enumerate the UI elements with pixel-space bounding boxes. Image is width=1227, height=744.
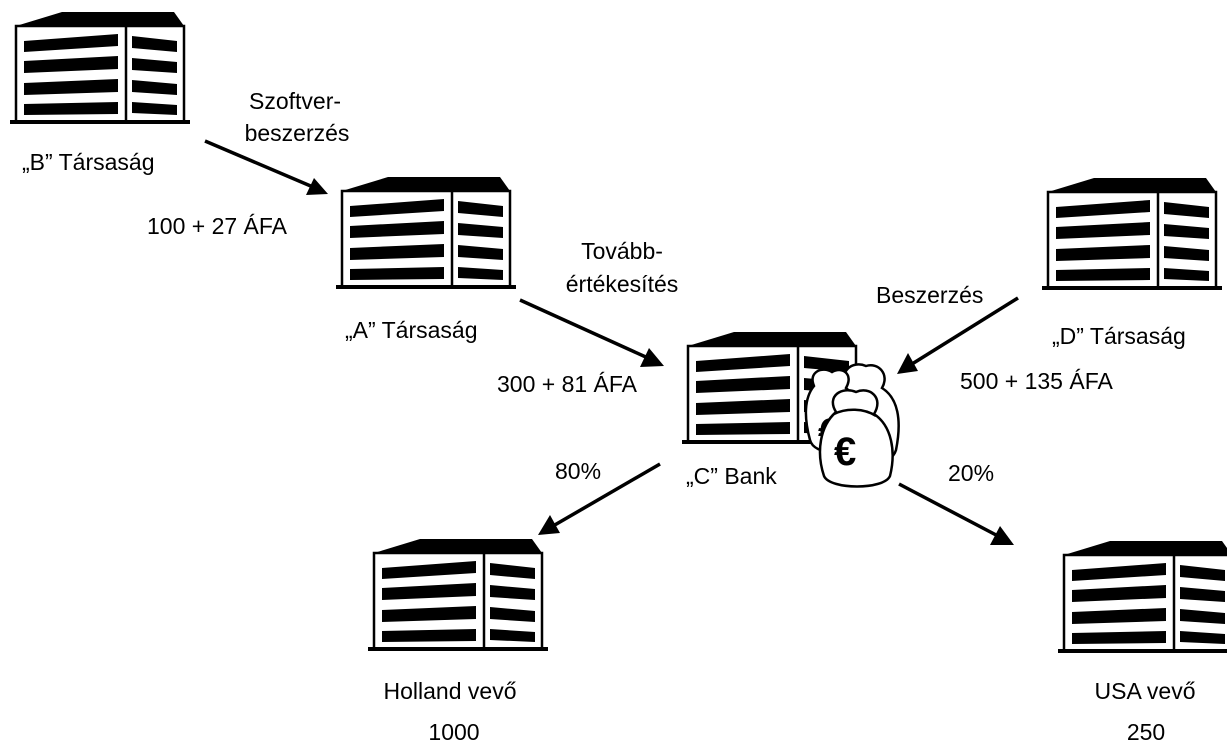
software-purchase-label-line1: Szoftver- <box>249 88 341 114</box>
software-purchase-amount: 100 + 27 ÁFA <box>147 213 288 239</box>
holland-share: 80% <box>555 458 601 484</box>
arrowhead-c-to-holland <box>538 515 560 535</box>
arrow-d-to-c <box>911 296 1019 366</box>
office-building-icon <box>1040 176 1224 292</box>
arrowhead-d-to-c <box>897 353 918 374</box>
bank-c-label: „C” Bank <box>686 463 777 489</box>
arrow-c-to-holland <box>552 462 661 528</box>
holland-amount: 1000 <box>428 719 479 744</box>
resale-amount: 300 + 81 ÁFA <box>497 371 638 397</box>
office-building-icon <box>334 175 518 291</box>
software-purchase-label-line2: beszerzés <box>245 120 350 146</box>
holland-buyer-label: Holland vevő <box>384 678 517 704</box>
office-building-icon <box>8 10 192 126</box>
arrow-b-to-a <box>204 139 314 189</box>
arrowhead-a-to-c <box>640 348 664 367</box>
resale-label-line1: Tovább- <box>581 238 663 264</box>
office-building-icon <box>1056 539 1227 655</box>
office-building-icon <box>366 537 550 653</box>
arrow-c-to-usa <box>898 482 999 538</box>
company-b-label: „B” Társaság <box>22 149 155 175</box>
arrowhead-c-to-usa <box>990 526 1014 545</box>
company-d-label: „D” Társaság <box>1052 323 1186 349</box>
usa-buyer-label: USA vevő <box>1095 678 1196 704</box>
purchase-amount: 500 + 135 ÁFA <box>960 368 1113 394</box>
arrowhead-b-to-a <box>306 178 328 195</box>
purchase-label: Beszerzés <box>876 282 983 308</box>
euro-symbol-front: € <box>834 430 856 474</box>
usa-amount: 250 <box>1127 719 1165 744</box>
company-a-label: „A” Társaság <box>345 317 478 343</box>
money-bags-icon: € € <box>804 363 900 488</box>
resale-label-line2: értékesítés <box>566 271 679 297</box>
arrow-a-to-c <box>519 298 649 360</box>
usa-share: 20% <box>948 460 994 486</box>
